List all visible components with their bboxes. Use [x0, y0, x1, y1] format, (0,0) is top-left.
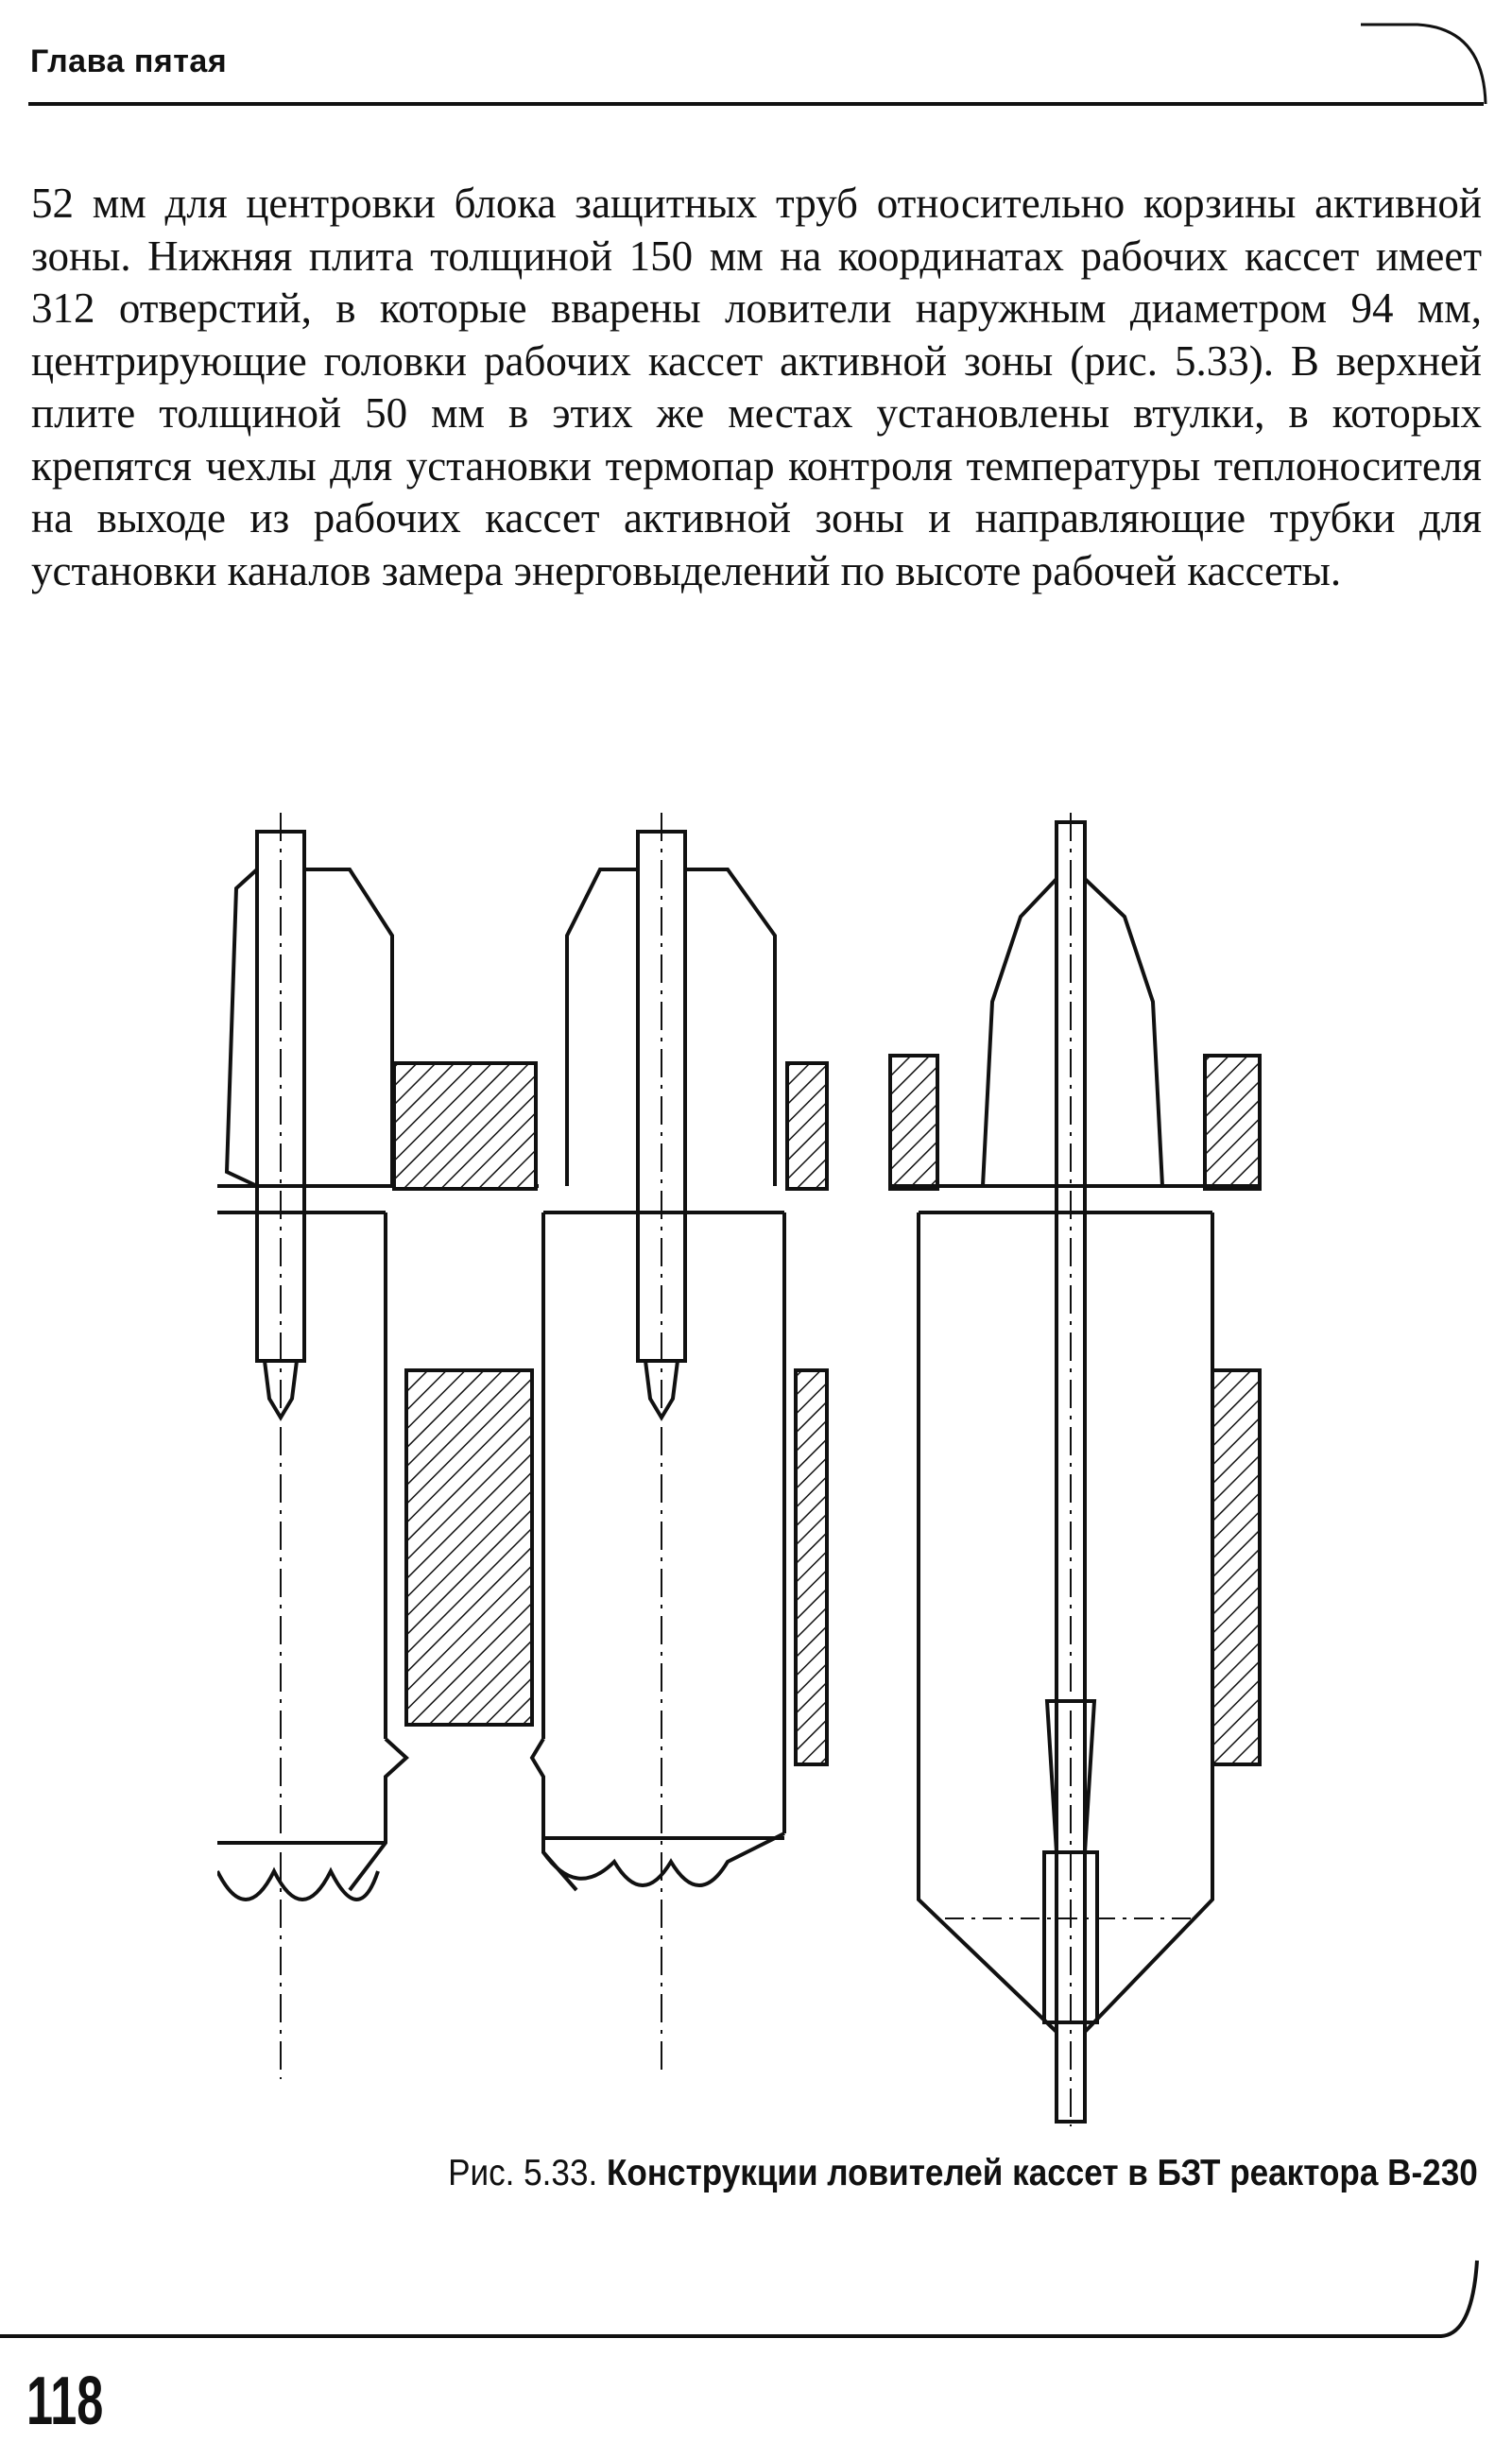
- catcher-left: [217, 813, 578, 2079]
- running-head: Глава пятая: [30, 43, 228, 79]
- figure-caption: Рис. 5.33. Конструкции ловителей кассет …: [448, 2153, 1478, 2194]
- page-number: 118: [26, 2364, 104, 2439]
- body-paragraph: 52 мм для центровки блока защитных труб …: [31, 180, 1482, 594]
- figure-label: Рис. 5.33.: [448, 2153, 598, 2193]
- catcher-drawing: [217, 813, 1262, 2126]
- figure-title: Конструкции ловителей кассет в БЗТ реакт…: [607, 2153, 1478, 2193]
- catcher-middle: [541, 813, 829, 2070]
- footer-rule: [0, 2260, 1479, 2338]
- catcher-right: [888, 813, 1262, 2126]
- header-rule: [28, 23, 1487, 106]
